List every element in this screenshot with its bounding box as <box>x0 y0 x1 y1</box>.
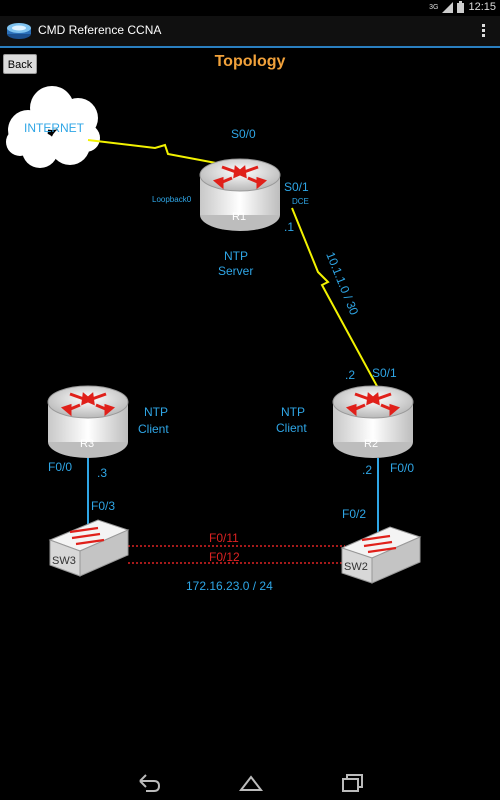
r1-loopback-label: Loopback0 <box>152 195 192 204</box>
router-r2 <box>332 385 414 458</box>
sw3-f03-label: F0/3 <box>91 499 116 513</box>
back-button[interactable]: Back <box>3 54 37 74</box>
lan-subnet-label: 172.16.23.0 / 24 <box>186 579 273 593</box>
r3-role-line2: Client <box>138 422 169 436</box>
page-title: Topology <box>214 53 286 70</box>
switch-sw2 <box>340 526 422 584</box>
overflow-menu-icon[interactable] <box>482 24 486 39</box>
r1-role-line2: Server <box>218 264 254 278</box>
navigation-bar <box>0 766 500 800</box>
internet-label: INTERNET <box>24 121 84 135</box>
r1-ip-label: .1 <box>284 220 295 234</box>
router-r1 <box>199 158 281 231</box>
trunk-port2-label: F0/12 <box>209 550 240 564</box>
trunk-port1-label: F0/11 <box>209 531 239 545</box>
signal-3g-label: 3G <box>429 3 439 11</box>
clock: 12:15 <box>468 1 496 13</box>
r2-ip-s01-label: .2 <box>345 368 356 382</box>
signal-icon <box>442 1 454 13</box>
r3-role-line1: NTP <box>144 405 168 419</box>
r2-ip-f00-label: .2 <box>362 463 373 477</box>
action-bar: CMD Reference CCNA <box>0 16 500 48</box>
sw3-name: SW3 <box>52 555 76 567</box>
r2-role-line1: NTP <box>281 405 305 419</box>
r2-s01-label: S0/1 <box>372 366 397 380</box>
switch-sw3 <box>48 519 130 577</box>
r2-name: R2 <box>364 438 379 450</box>
link-r1-r2 <box>291 207 379 389</box>
link-internet-r1 <box>87 139 233 167</box>
status-bar: 3G 12:15 <box>0 0 500 16</box>
home-nav-icon[interactable] <box>238 772 264 794</box>
link-r1-r2-label: 10.1.1.0 / 30 <box>323 250 361 317</box>
r3-name: R3 <box>80 438 95 450</box>
sw2-f02-label: F0/2 <box>342 507 367 521</box>
app-router-icon <box>7 23 31 39</box>
r1-role-line1: NTP <box>224 249 248 263</box>
r3-f00-label: F0/0 <box>48 460 73 474</box>
sw2-name: SW2 <box>344 561 368 573</box>
r1-s00-label: S0/0 <box>231 127 256 141</box>
internet-cloud <box>6 86 100 168</box>
back-nav-icon[interactable] <box>136 772 162 794</box>
battery-icon <box>457 1 465 13</box>
app-title: CMD Reference CCNA <box>38 23 162 37</box>
recent-apps-icon[interactable] <box>340 772 366 794</box>
r1-s01-label: S0/1 <box>284 180 309 194</box>
r3-ip-f00-label: .3 <box>97 466 108 480</box>
r1-dce-label: DCE <box>292 197 309 206</box>
router-r3 <box>47 385 129 458</box>
r2-role-line2: Client <box>276 421 307 435</box>
r2-f00-label: F0/0 <box>390 461 415 475</box>
r1-name: R1 <box>232 211 247 223</box>
